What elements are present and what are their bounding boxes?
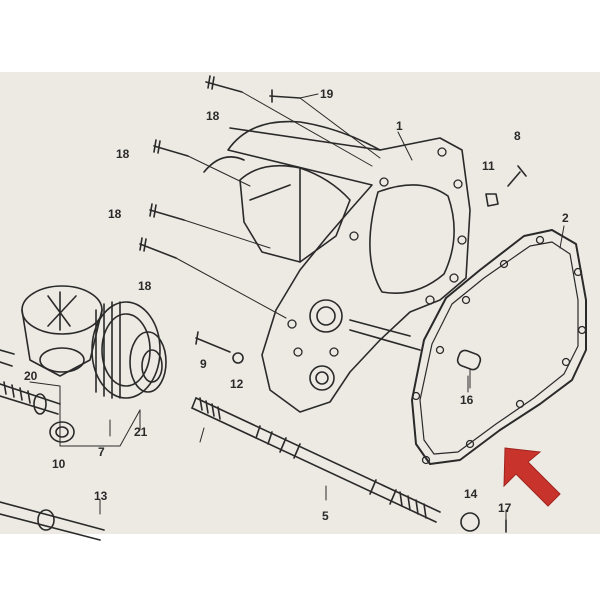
callout-19: 19 xyxy=(320,87,334,101)
callout-17: 17 xyxy=(498,501,512,515)
red-arrow-icon xyxy=(503,447,561,507)
main-shaft xyxy=(191,397,441,523)
dowel-pin xyxy=(456,349,482,389)
callout-1: 1 xyxy=(396,119,403,133)
callout-18-top: 18 xyxy=(206,109,220,123)
transmission-case xyxy=(203,120,471,413)
callout-5: 5 xyxy=(322,509,329,523)
callout-10: 10 xyxy=(52,457,66,471)
callout-14: 14 xyxy=(464,487,478,501)
differential-assembly xyxy=(21,285,167,399)
callout-13: 13 xyxy=(94,489,108,503)
bottom-bolts xyxy=(460,512,507,533)
leader-lines xyxy=(29,91,565,521)
callout-18-fourth: 18 xyxy=(138,279,152,293)
callout-21: 21 xyxy=(134,425,148,439)
callout-16: 16 xyxy=(460,393,474,407)
callout-7: 7 xyxy=(98,445,105,459)
callout-18-second: 18 xyxy=(116,147,130,161)
callout-18-third: 18 xyxy=(108,207,122,221)
gasket-bolt-holes xyxy=(411,235,587,465)
callout-20: 20 xyxy=(24,369,38,383)
case-bolt-holes xyxy=(287,147,467,357)
small-fasteners xyxy=(232,193,499,364)
callout-9: 9 xyxy=(200,357,207,371)
callout-12: 12 xyxy=(230,377,244,391)
bolts xyxy=(139,75,527,353)
lower-left-shaft xyxy=(0,349,105,541)
countershaft xyxy=(0,381,61,415)
callout-8: 8 xyxy=(514,129,521,143)
oil-seal xyxy=(49,421,75,443)
callout-11: 11 xyxy=(482,159,495,173)
callout-arrow-19 xyxy=(299,93,319,99)
callout-labels: 1 2 5 7 8 9 10 11 12 13 14 16 17 18 18 1… xyxy=(24,87,569,523)
callout-2: 2 xyxy=(562,211,569,225)
